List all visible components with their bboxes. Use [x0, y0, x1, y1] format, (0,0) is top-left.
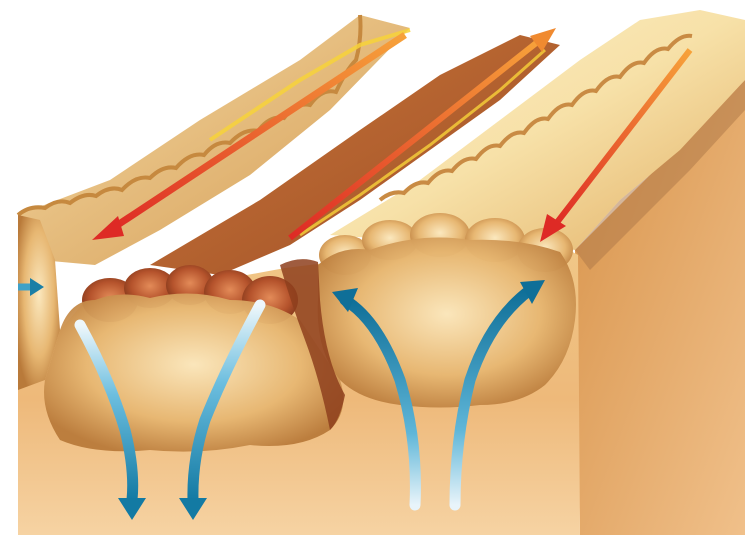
cross-section-diagram: [0, 0, 748, 535]
diagram-canvas: [0, 0, 748, 535]
